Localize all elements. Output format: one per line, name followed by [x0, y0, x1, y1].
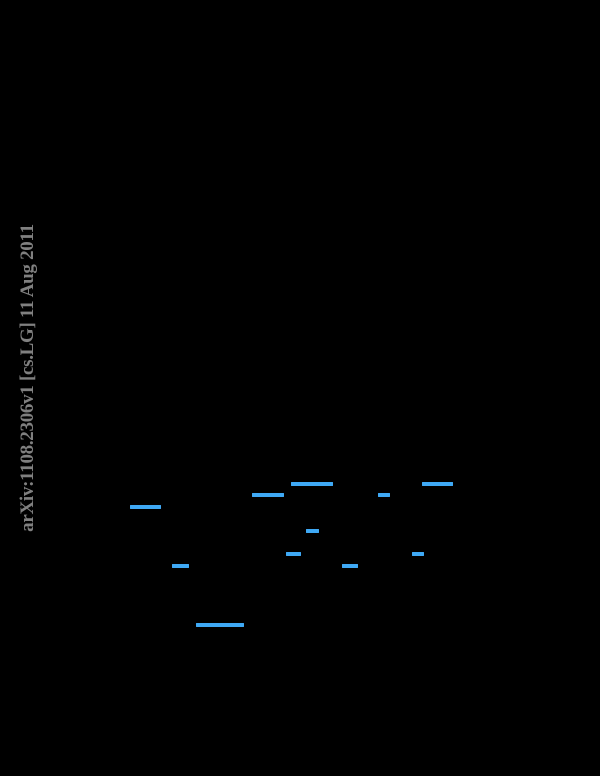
diagram-node-label: [illegible] [422, 482, 453, 486]
diagram-node-label: [illegible] [306, 529, 319, 533]
diagram-node-label: [illegible] [342, 564, 358, 568]
diagram-node-label: [illegible] [291, 482, 333, 486]
diagram-node-label: [illegible] [130, 505, 161, 509]
diagram-node-label: [illegible] [412, 552, 424, 556]
diagram-node-label: [illegible] [172, 564, 189, 568]
diagram-node-label: [illegible] [378, 493, 390, 497]
diagram-node-label: [illegible] [252, 493, 284, 497]
diagram-node-label: [illegible] [286, 552, 301, 556]
diagram-node-label: [illegible] [196, 623, 244, 627]
